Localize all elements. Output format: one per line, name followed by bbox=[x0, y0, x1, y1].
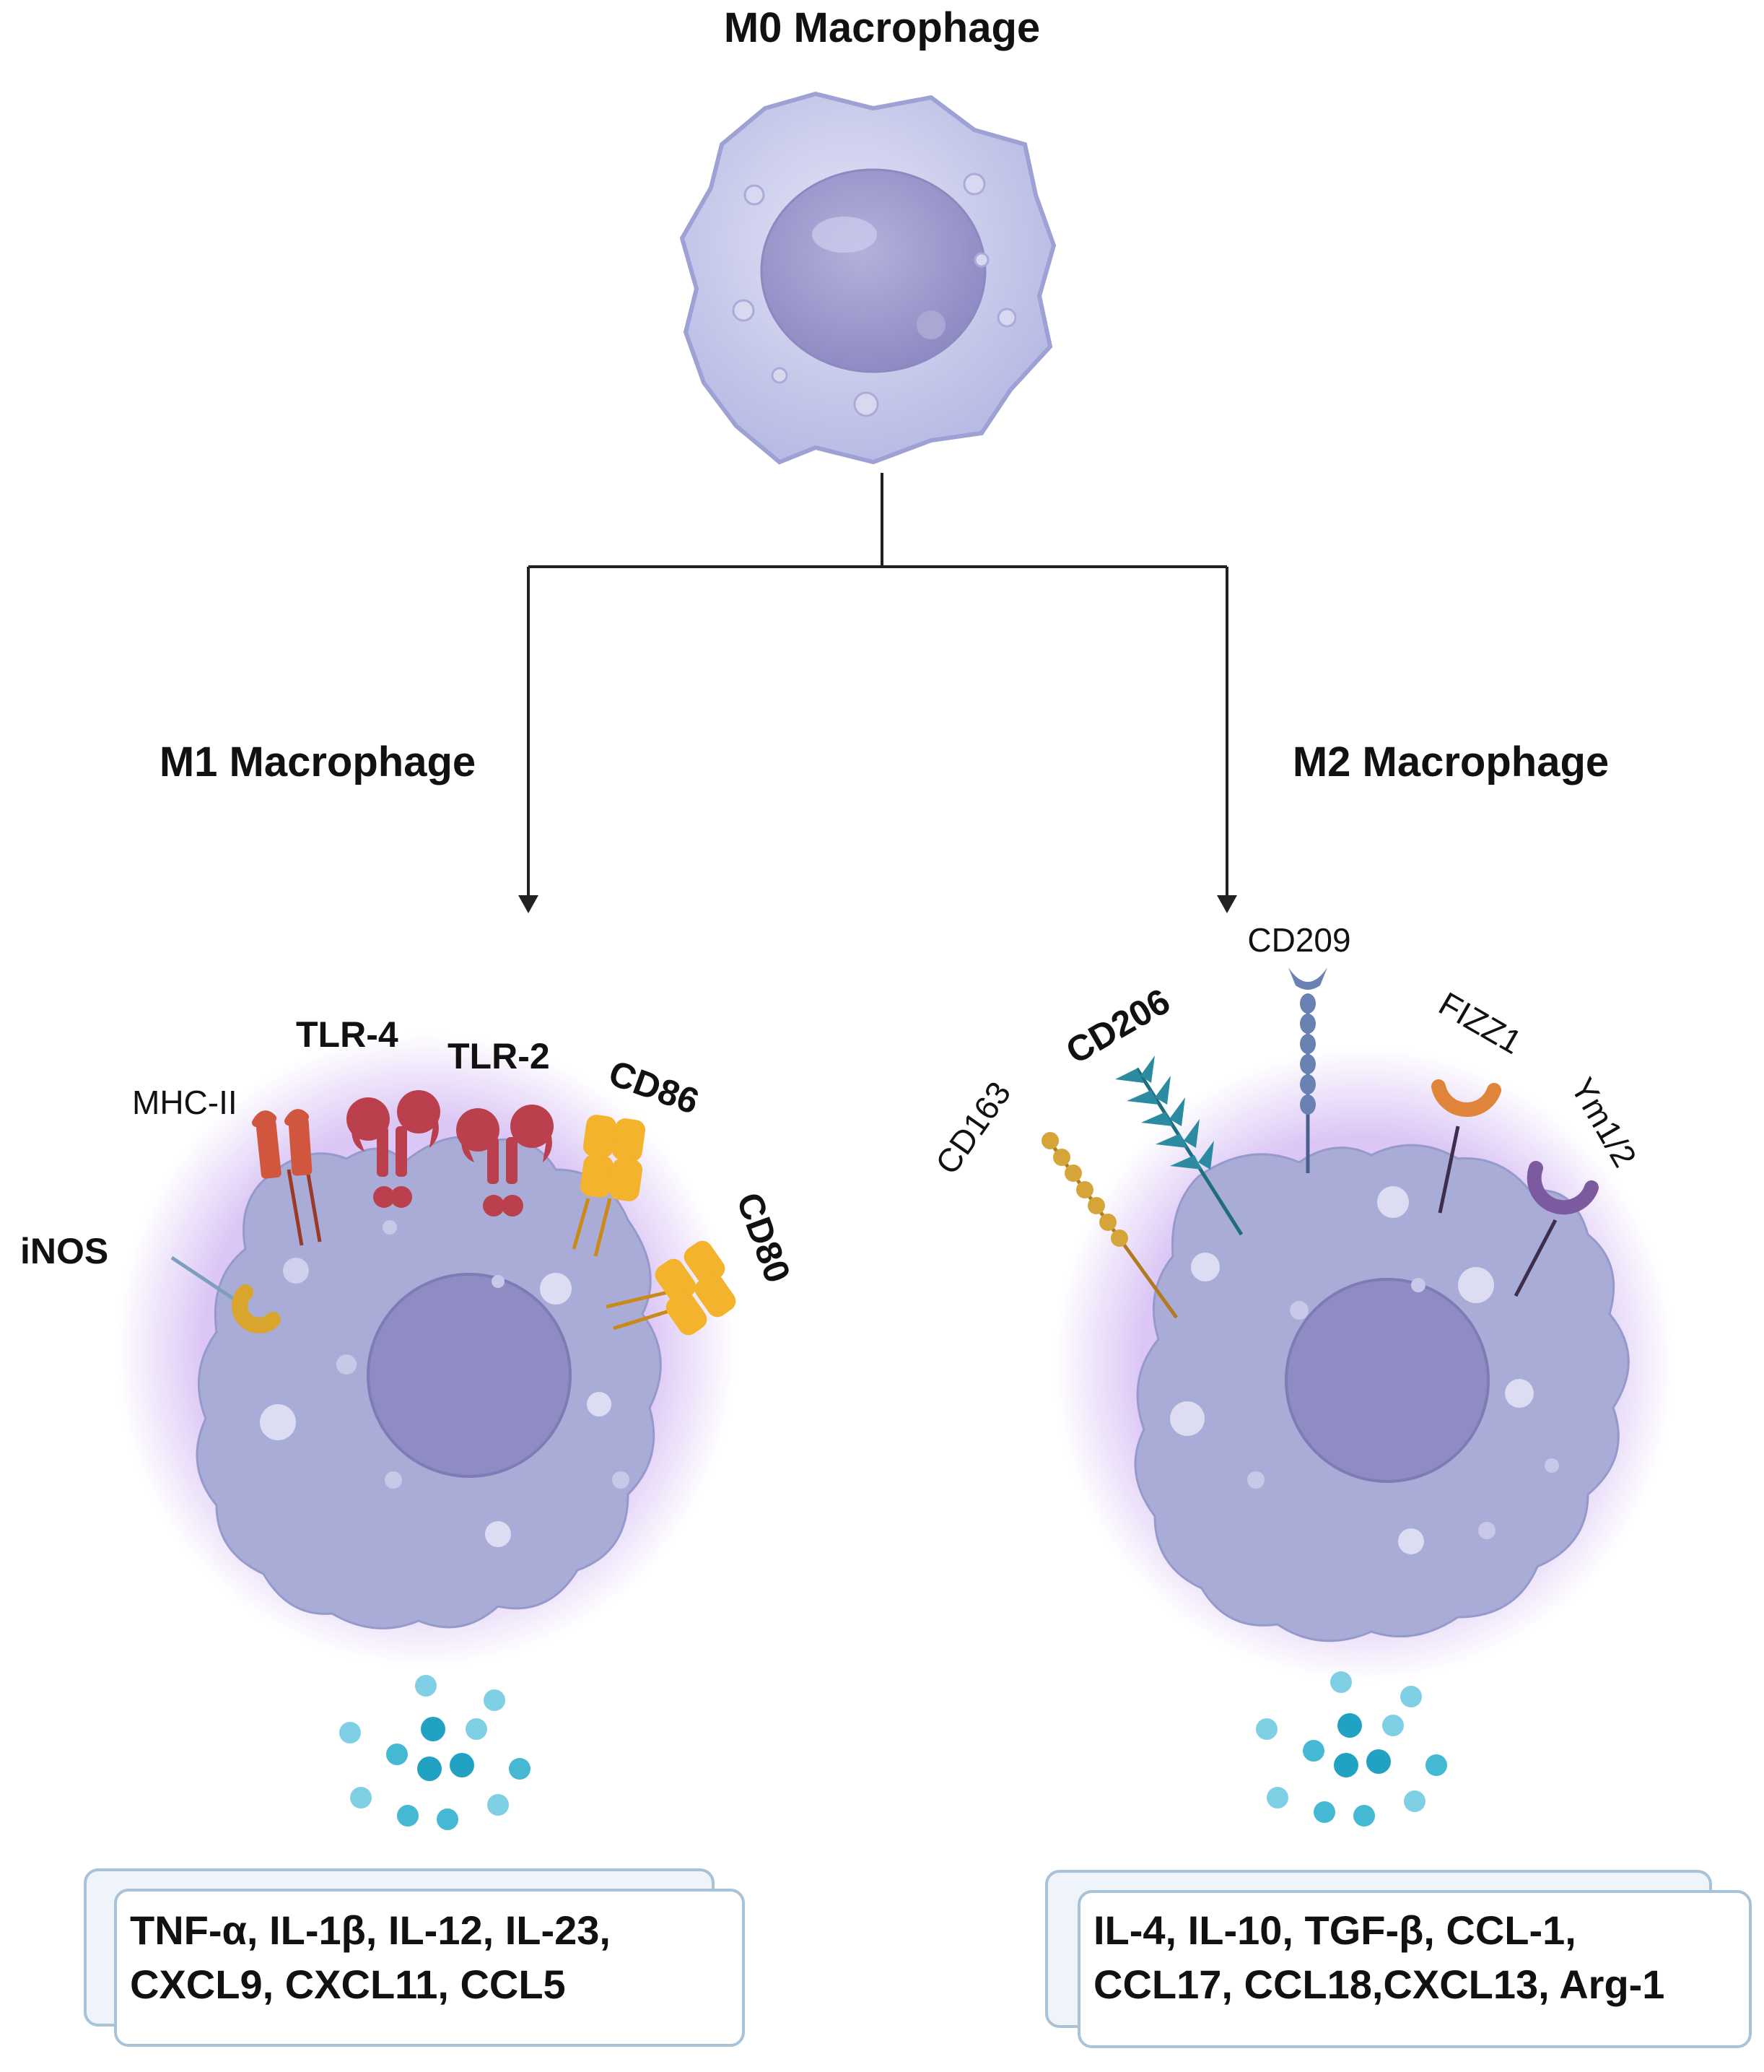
cytokine-dot-icon bbox=[397, 1805, 419, 1827]
cytokine-dot-icon bbox=[1366, 1749, 1391, 1774]
cd86-receptor bbox=[572, 1115, 646, 1257]
inos-label: iNOS bbox=[20, 1231, 108, 1271]
m2-secreted-box: IL-4, IL-10, TGF-β, CCL-1, CCL17, CCL18,… bbox=[1045, 1870, 1752, 2048]
cd163-receptor bbox=[1042, 1132, 1179, 1319]
m2-cell bbox=[1054, 1047, 1675, 1682]
inos-receptor bbox=[170, 1255, 281, 1333]
cytokine-dot-icon bbox=[421, 1717, 445, 1741]
cytokine-dot-icon bbox=[415, 1675, 437, 1697]
m2-cytokines bbox=[1256, 1671, 1447, 1827]
m2-nucleus bbox=[1285, 1278, 1490, 1483]
m2-secreted-line-2: CCL17, CCL18,CXCL13, Arg-1 bbox=[1093, 1962, 1664, 2007]
cytokine-dot-icon bbox=[1382, 1715, 1404, 1736]
cytokine-dot-icon bbox=[1337, 1713, 1362, 1738]
arrow-down-icon bbox=[1217, 895, 1237, 913]
m1-title: M1 Macrophage bbox=[160, 739, 476, 785]
cytokine-dot-icon bbox=[487, 1794, 509, 1816]
tlr4-receptor bbox=[346, 1090, 440, 1208]
cytokine-dot-icon bbox=[1303, 1740, 1324, 1762]
ym12-receptor bbox=[1514, 1161, 1599, 1297]
fizz1-label: FIZZ1 bbox=[1433, 985, 1528, 1061]
mhc2-receptor bbox=[252, 1109, 322, 1246]
cd209-label: CD209 bbox=[1247, 921, 1350, 959]
m1-secreted-line-2: CXCL9, CXCL11, CCL5 bbox=[130, 1962, 566, 2007]
m1-nucleus bbox=[367, 1273, 572, 1478]
cytokine-dot-icon bbox=[350, 1787, 372, 1808]
cytokine-dot-icon bbox=[1404, 1790, 1425, 1812]
cytokine-dot-icon bbox=[1314, 1801, 1335, 1823]
cytokine-dot-icon bbox=[1256, 1718, 1278, 1740]
m1-secreted-line-1: TNF-α, IL-1β, IL-12, IL-23, bbox=[130, 1907, 611, 1953]
m2-title: M2 Macrophage bbox=[1293, 739, 1609, 785]
m1-secreted-box: TNF-α, IL-1β, IL-12, IL-23, CXCL9, CXCL1… bbox=[84, 1868, 745, 2047]
cd80-receptor bbox=[606, 1240, 736, 1336]
cytokine-dot-icon bbox=[1334, 1753, 1358, 1777]
mhc2-label: MHC-II bbox=[132, 1084, 237, 1121]
cd209-receptor bbox=[1288, 967, 1327, 1173]
cytokine-dot-icon bbox=[484, 1689, 505, 1711]
tlr2-receptor bbox=[456, 1105, 554, 1216]
cd80-label: CD80 bbox=[729, 1188, 798, 1288]
cytokine-dot-icon bbox=[339, 1722, 361, 1744]
m1-cell bbox=[115, 1032, 736, 1668]
cytokine-dot-icon bbox=[509, 1758, 530, 1780]
branch-connector bbox=[527, 473, 1228, 899]
m0-title: M0 Macrophage bbox=[724, 4, 1040, 51]
tlr4-label: TLR-4 bbox=[296, 1014, 398, 1055]
cytokine-dot-icon bbox=[1353, 1805, 1375, 1827]
m0-nucleus bbox=[760, 168, 987, 373]
cytokine-dot-icon bbox=[466, 1718, 487, 1740]
arrow-down-icon bbox=[518, 895, 538, 913]
cytokine-dot-icon bbox=[386, 1744, 408, 1765]
m1-cytokines bbox=[339, 1675, 530, 1830]
cytokine-dot-icon bbox=[1400, 1686, 1422, 1707]
cd206-label: CD206 bbox=[1060, 980, 1177, 1071]
cytokine-dot-icon bbox=[1267, 1787, 1288, 1808]
cd163-label: CD163 bbox=[928, 1075, 1018, 1181]
cytokine-dot-icon bbox=[450, 1753, 474, 1777]
cytokine-dot-icon bbox=[1425, 1754, 1447, 1776]
m2-secreted-line-1: IL-4, IL-10, TGF-β, CCL-1, bbox=[1093, 1907, 1576, 1953]
cd206-receptor bbox=[1115, 1055, 1244, 1236]
tlr2-label: TLR-2 bbox=[447, 1036, 550, 1076]
cytokine-dot-icon bbox=[1330, 1671, 1352, 1693]
fizz1-receptor bbox=[1431, 1079, 1501, 1214]
cytokine-dot-icon bbox=[417, 1757, 442, 1781]
cytokine-dot-icon bbox=[437, 1808, 458, 1830]
m0-cell bbox=[679, 91, 1057, 465]
